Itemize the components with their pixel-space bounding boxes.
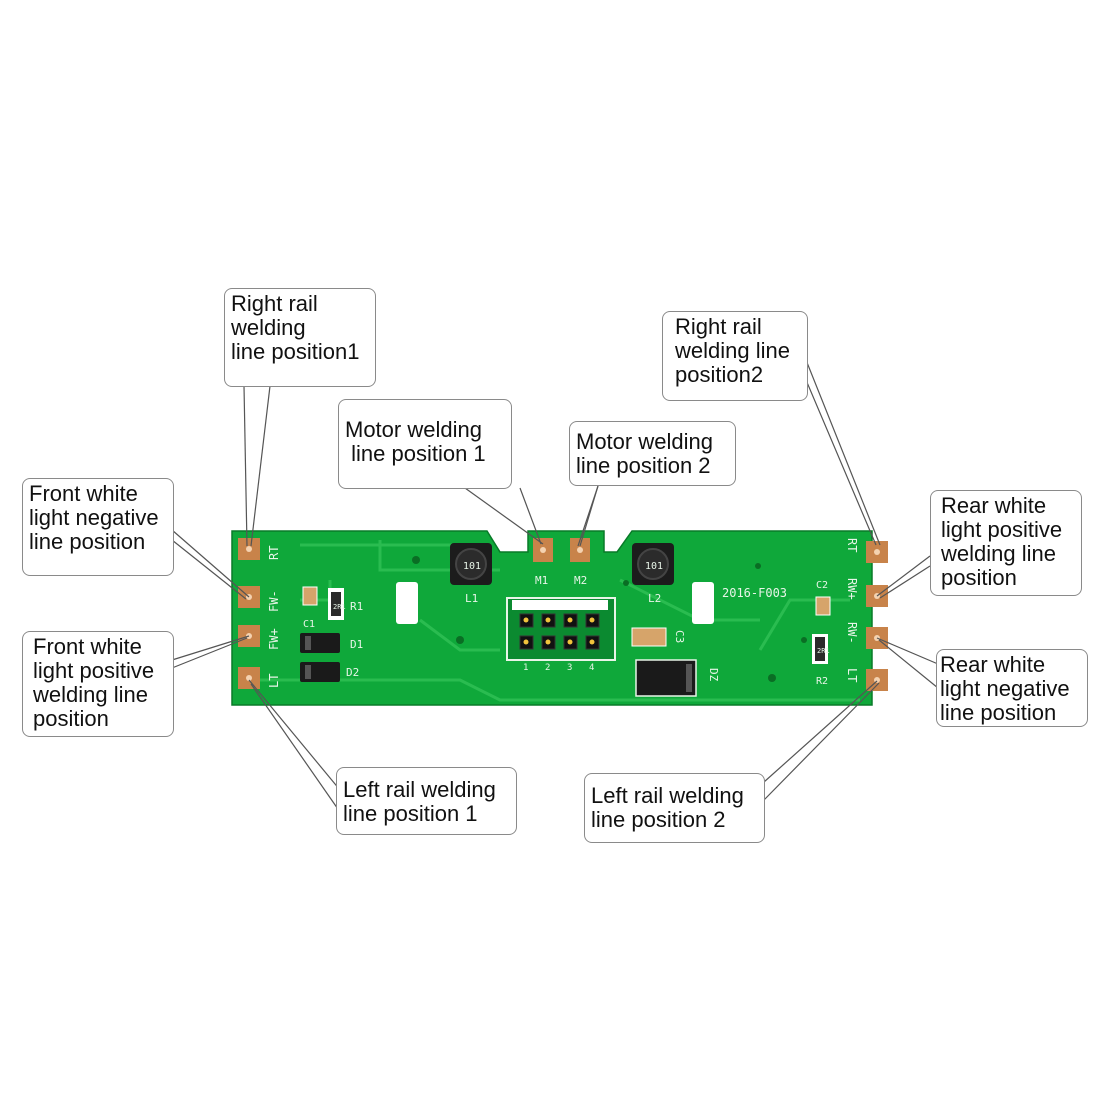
callout-front-positive-line-3: welding line xyxy=(33,682,148,707)
callout-front-negative: Front white light negative line position xyxy=(22,478,174,576)
callout-rear-positive-line-4: position xyxy=(941,565,1017,590)
connector-pin-1: 1 xyxy=(523,663,528,673)
silk-right-lt: LT xyxy=(845,668,859,682)
silk-c1: C1 xyxy=(303,619,315,630)
callout-motor-1-line-2: line position 1 xyxy=(345,441,486,466)
silk-r1: R1 xyxy=(350,600,363,613)
diode-d1 xyxy=(300,633,340,653)
silk-m1: M1 xyxy=(535,574,548,587)
callout-motor-2-line-1: Motor welding xyxy=(576,429,713,454)
motor-pads xyxy=(533,538,590,562)
connector-pin-3: 3 xyxy=(567,663,572,673)
callout-left-rail-2-line-2: line position 2 xyxy=(591,807,726,832)
silk-left-rt: RT xyxy=(267,546,281,560)
callout-front-positive-line-2: light positive xyxy=(33,658,155,683)
callout-front-negative-line-2: light negative xyxy=(29,505,159,530)
callout-front-positive-line-1: Front white xyxy=(33,634,142,659)
diode-d2 xyxy=(300,662,340,682)
silk-right-rw-minus: RW- xyxy=(845,622,859,644)
callout-rear-positive-line-1: Rear white xyxy=(941,493,1047,518)
inductor-l2-code: 101 xyxy=(645,561,663,572)
resistor-r2-code: 2R1 xyxy=(817,647,830,655)
mounting-slot-left xyxy=(396,582,418,624)
silk-d1: D1 xyxy=(350,638,363,651)
silk-right-rt: RT xyxy=(845,538,859,552)
silk-dz: DZ xyxy=(707,668,720,682)
silk-c3: C3 xyxy=(673,630,686,643)
callout-rear-positive-line-3: welding line xyxy=(941,541,1056,566)
silk-left-lt: LT xyxy=(267,674,281,688)
callout-right-rail-1-line-1: Right rail xyxy=(231,291,318,316)
callout-left-rail-1-line-2: line position 1 xyxy=(343,801,478,826)
callout-rear-positive-line-2: light positive xyxy=(941,517,1063,542)
callout-left-rail-2: Left rail welding line position 2 xyxy=(584,773,765,843)
callout-rear-negative: Rear white light negative line position xyxy=(936,649,1088,727)
connector-header: 1 2 3 4 xyxy=(506,597,616,673)
callout-left-rail-2-line-1: Left rail welding xyxy=(591,783,744,808)
silk-l1: L1 xyxy=(465,592,478,605)
pcb-board: 101 101 1 2 3 4 xyxy=(231,530,888,706)
callout-motor-2: Motor welding line position 2 xyxy=(569,421,736,486)
inductor-l2: 101 xyxy=(632,543,674,585)
callout-left-rail-1-line-1: Left rail welding xyxy=(343,777,496,802)
callout-right-rail-1-line-3: line position1 xyxy=(231,339,360,364)
capacitor-c1 xyxy=(302,586,318,606)
silk-d2: D2 xyxy=(346,666,359,679)
callout-rear-positive: Rear white light positive welding line p… xyxy=(930,490,1082,596)
inductor-l1-code: 101 xyxy=(463,561,481,572)
resistor-r2 xyxy=(815,637,825,661)
diode-dz xyxy=(635,659,697,697)
resistor-r1-code: 2R1 xyxy=(333,603,346,611)
connector-pin-4: 4 xyxy=(589,663,594,673)
callout-front-negative-line-1: Front white xyxy=(29,481,138,506)
capacitor-c2 xyxy=(815,596,831,616)
callout-right-rail-2-line-2: welding line xyxy=(675,338,790,363)
inductor-l1: 101 xyxy=(450,543,492,585)
silk-right-rw-plus: RW+ xyxy=(845,578,859,600)
board-vias xyxy=(412,556,807,682)
callout-right-rail-2-line-1: Right rail xyxy=(675,314,762,339)
silk-l2: L2 xyxy=(648,592,661,605)
silk-left-fw-plus: FW+ xyxy=(267,628,281,650)
callout-rear-negative-line-3: line position xyxy=(940,700,1057,725)
callout-motor-2-line-2: line position 2 xyxy=(576,453,711,478)
callout-front-positive: Front white light positive welding line … xyxy=(22,631,174,737)
mounting-slot-right xyxy=(692,582,714,624)
callout-rear-negative-line-2: light negative xyxy=(940,676,1070,701)
silk-part-number: 2016-F003 xyxy=(722,586,787,600)
silk-left-fw-minus: FW- xyxy=(267,590,281,612)
callout-right-rail-2: Right rail welding line position2 xyxy=(662,311,808,401)
silkscreen-labels: RT FW- FW+ LT RT RW+ RW- LT M1 M2 L1 L2 … xyxy=(267,538,859,688)
resistor-r1 xyxy=(331,592,341,616)
silk-m2: M2 xyxy=(574,574,587,587)
callout-front-negative-line-3: line position xyxy=(29,529,146,554)
callout-motor-1: Motor welding line position 1 xyxy=(338,399,512,489)
callout-right-rail-1: Right rail welding line position1 xyxy=(224,288,376,387)
callout-front-positive-line-4: position xyxy=(33,706,109,731)
callout-left-rail-1: Left rail welding line position 1 xyxy=(336,767,517,835)
capacitor-c3 xyxy=(631,627,667,647)
callout-motor-1-line-1: Motor welding xyxy=(345,417,482,442)
silk-r2: R2 xyxy=(816,676,828,687)
silk-c2: C2 xyxy=(816,580,828,591)
callout-rear-negative-line-1: Rear white xyxy=(940,652,1046,677)
callout-right-rail-2-line-3: position2 xyxy=(675,362,764,387)
connector-pin-2: 2 xyxy=(545,663,550,673)
leader-lines xyxy=(171,359,939,813)
callout-right-rail-1-line-2: welding xyxy=(231,315,306,340)
